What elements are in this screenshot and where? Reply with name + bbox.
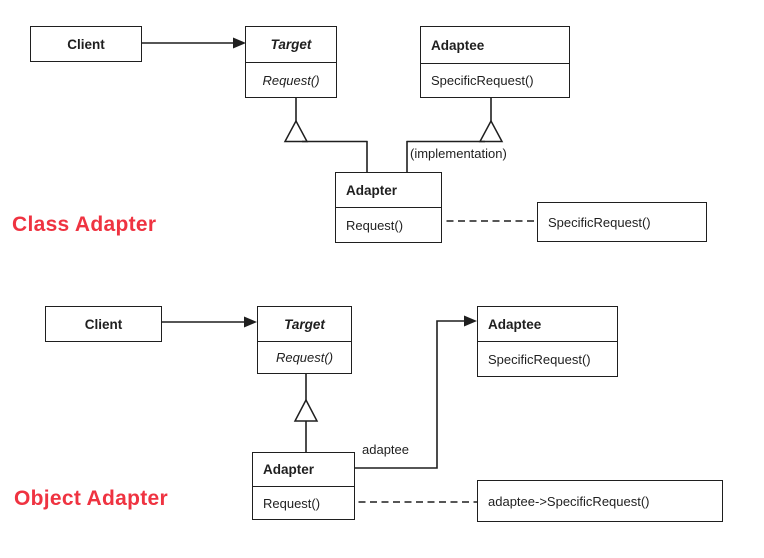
class-name: Target <box>258 307 351 342</box>
class-method: Request() <box>263 495 321 511</box>
class-name: Adapter <box>336 173 441 208</box>
class-adaptee-box: Adaptee SpecificRequest() <box>420 26 570 98</box>
object-note-link <box>334 496 477 508</box>
object-target-box: Target Request() <box>257 306 352 374</box>
class-method: Request() <box>275 350 334 365</box>
class-name: Client <box>67 36 105 52</box>
object-pseudocode-note: adaptee->SpecificRequest() <box>477 480 723 522</box>
object-client-box: Client <box>45 306 162 342</box>
class-pseudocode-note: SpecificRequest() <box>537 202 707 242</box>
object-adaptee-box: Adaptee SpecificRequest() <box>477 306 618 377</box>
class-adapter-box: Adapter Request() <box>335 172 442 243</box>
class-target-generalization <box>283 98 368 172</box>
class-method: Request() <box>346 217 404 233</box>
note-code-text: adaptee->SpecificRequest() <box>488 493 650 509</box>
class-client-target-association <box>142 37 246 49</box>
adaptee-association-label: adaptee <box>362 442 409 457</box>
class-target-box: Target Request() <box>245 26 337 98</box>
object-adapter-caption: Object Adapter <box>14 487 168 510</box>
class-method: Request() <box>262 72 320 88</box>
class-name: Adapter <box>253 453 354 487</box>
object-client-target-association <box>162 316 257 328</box>
class-method: SpecificRequest() <box>431 73 534 88</box>
class-adapter-caption: Class Adapter <box>12 213 157 236</box>
class-client-box: Client <box>30 26 142 62</box>
class-name: Target <box>246 27 336 63</box>
class-name: Adaptee <box>478 307 617 342</box>
object-adapter-box: Adapter Request() <box>252 452 355 520</box>
class-name: Adaptee <box>421 27 569 64</box>
implementation-label: (implementation) <box>410 146 507 161</box>
class-method: SpecificRequest() <box>488 351 591 367</box>
note-code-text: SpecificRequest() <box>548 214 651 230</box>
object-target-generalization <box>293 374 319 452</box>
class-name: Client <box>84 316 123 332</box>
